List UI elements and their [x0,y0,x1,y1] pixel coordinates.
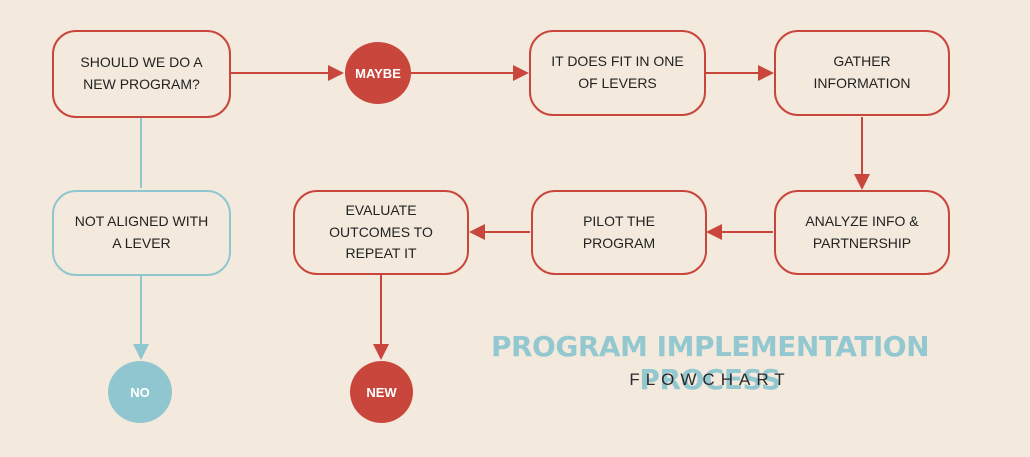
node-pilot: PILOT THE PROGRAM [531,190,707,275]
node-evaluate-label: EVALUATE OUTCOMES TO REPEAT IT [329,201,433,262]
node-analyze: ANALYZE INFO & PARTNERSHIP [774,190,950,275]
node-pilot-label: PILOT THE PROGRAM [582,212,656,251]
node-new: NEW [350,361,413,423]
node-start: SHOULD WE DO A NEW PROGRAM? [52,30,231,118]
node-maybe: MAYBE [345,42,411,104]
node-analyze-label: ANALYZE INFO & PARTNERSHIP [805,212,919,251]
node-gather-label: GATHER INFORMATION [813,53,911,91]
node-start-label: SHOULD WE DO A NEW PROGRAM? [80,54,203,92]
node-evaluate: EVALUATE OUTCOMES TO REPEAT IT [293,190,469,275]
node-new-label: NEW [366,384,397,400]
node-not-aligned: NOT ALIGNED WITH A LEVER [52,190,231,276]
node-gather: GATHER INFORMATION [774,30,950,116]
node-no-label: NO [130,384,150,400]
node-no: NO [108,361,172,423]
node-fit-lever: IT DOES FIT IN ONE OF LEVERS [529,30,706,116]
title-sub: FLOWCHART [629,370,791,389]
node-maybe-label: MAYBE [355,65,401,81]
node-not-aligned-label: NOT ALIGNED WITH A LEVER [74,213,209,251]
title-main: PROGRAM IMPLEMENTATION PROCESS [490,330,930,396]
node-fit-lever-label: IT DOES FIT IN ONE OF LEVERS [551,53,684,91]
